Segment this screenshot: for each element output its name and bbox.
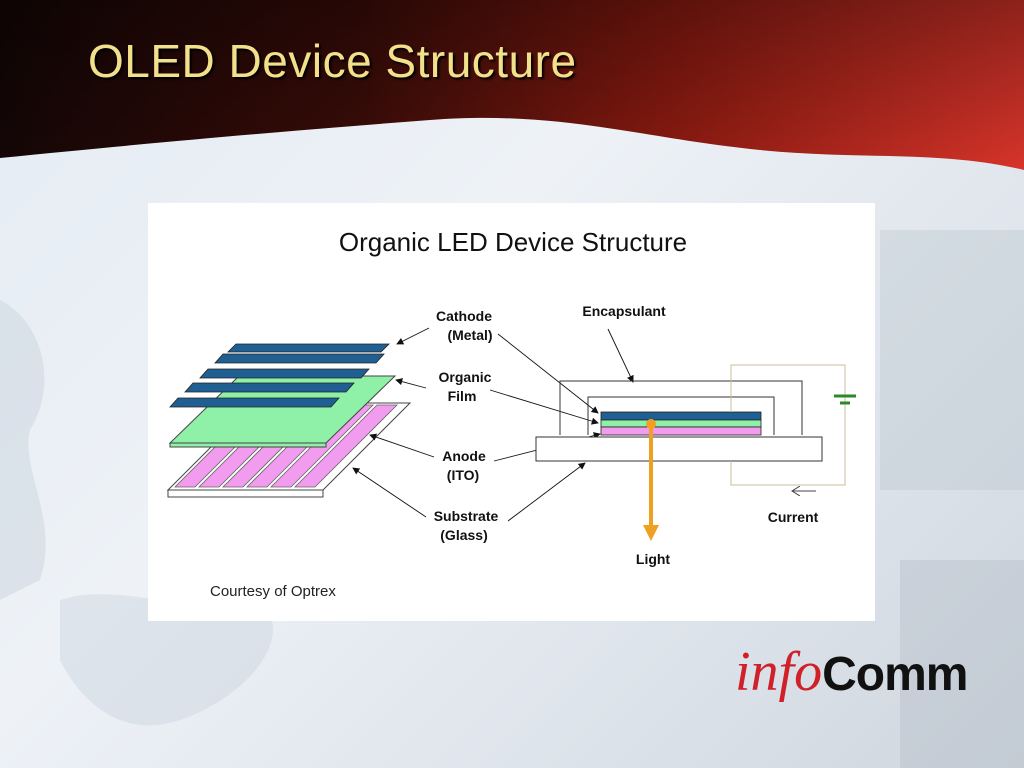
infocomm-logo: infoComm	[735, 640, 968, 710]
cross-section	[535, 380, 823, 462]
label-substrate-1: Substrate	[434, 508, 499, 524]
organic-film-edge	[169, 442, 327, 448]
leader-lines	[352, 327, 634, 522]
light-arrow-icon	[643, 419, 659, 541]
logo-comm-text: Comm	[822, 648, 968, 701]
logo-info-text: info	[735, 641, 823, 703]
label-organic-1: Organic	[439, 369, 492, 385]
label-cathode-1: Cathode	[436, 308, 492, 324]
label-current: Current	[768, 509, 819, 525]
label-light: Light	[636, 551, 671, 567]
substrate-edge	[167, 489, 324, 498]
oled-diagram-canvas: Organic LED Device Structure	[166, 227, 856, 600]
label-organic-2: Film	[448, 388, 477, 404]
label-encapsulant: Encapsulant	[582, 303, 666, 319]
battery-icon	[834, 394, 856, 405]
diagram-title: Organic LED Device Structure	[339, 227, 687, 257]
label-substrate-2: (Glass)	[440, 527, 487, 543]
cathode-layer	[169, 343, 390, 408]
courtesy-note: Courtesy of Optrex	[210, 583, 336, 600]
oled-diagram: Organic LED Device Structure	[148, 203, 875, 621]
slide-title: OLED Device Structure	[88, 35, 577, 87]
label-anode-2: (ITO)	[447, 467, 479, 483]
label-anode-1: Anode	[442, 448, 486, 464]
circuit	[730, 364, 846, 486]
label-cathode-2: (Metal)	[447, 327, 492, 343]
